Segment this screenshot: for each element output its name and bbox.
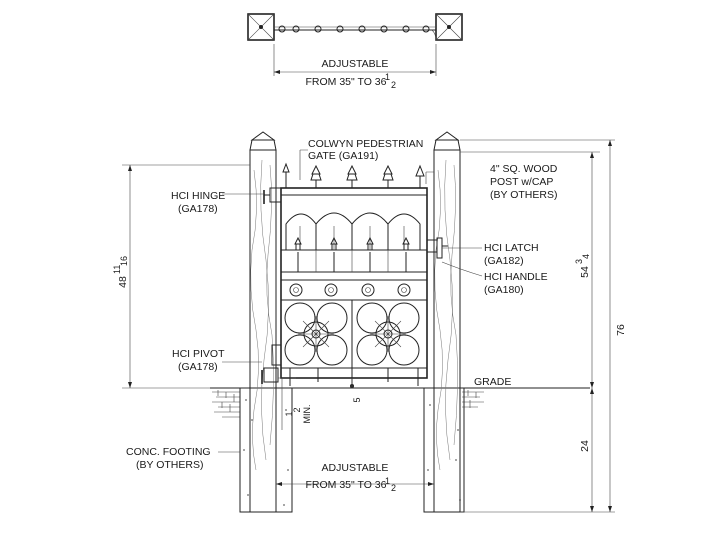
gate-label-2: GATE (GA191) — [308, 150, 378, 162]
pivot-hardware — [261, 344, 282, 384]
hinge-label-2: (GA178) — [178, 203, 218, 215]
overall-value: 76 — [615, 324, 627, 336]
post-height-value: 54 — [579, 266, 591, 278]
ground — [210, 387, 590, 513]
rosette-row — [289, 283, 411, 297]
finials — [282, 162, 425, 188]
bottom-width-frac-num: 1 — [385, 476, 390, 486]
post-right — [433, 131, 461, 513]
hinge-label-1: HCI HINGE — [171, 190, 225, 202]
quatrefoil-panel-right — [356, 302, 420, 366]
handle-label-1: HCI HANDLE — [484, 271, 548, 283]
handle-label-2: (GA180) — [484, 284, 524, 296]
post-label-1: 4" SQ. WOOD — [490, 163, 558, 175]
embed-value: 24 — [579, 440, 591, 452]
under-gate-value: 5 — [352, 397, 362, 402]
dim-bottom-width — [276, 482, 434, 486]
pivot-label-1: HCI PIVOT — [172, 348, 225, 360]
dim-overall — [460, 139, 615, 513]
embed-text: 24 — [579, 440, 591, 452]
min-frac-num: 1 — [284, 411, 294, 416]
ground-hatch-right — [462, 390, 484, 408]
gate-height-value: 48 — [117, 276, 129, 288]
leader-lines — [218, 149, 483, 453]
pivot-label-2: (GA178) — [178, 361, 218, 373]
under-gate-text: 5 — [352, 397, 362, 402]
hinge-hardware — [263, 187, 282, 204]
picket-band — [294, 236, 410, 272]
bottom-width-label-1: ADJUSTABLE — [322, 462, 389, 474]
plan-width-label-1: ADJUSTABLE — [322, 58, 389, 70]
bottom-width-label-2: FROM 35" TO 36 — [306, 479, 387, 491]
quatrefoil-panel-left — [284, 302, 348, 366]
post-height-text: 54 3 4 — [574, 254, 591, 278]
post-label-3: (BY OTHERS) — [490, 189, 557, 201]
post-height-frac-num: 3 — [574, 259, 584, 264]
footing-label-2: (BY OTHERS) — [136, 459, 203, 471]
ground-hatch-left — [212, 390, 240, 418]
min-frac-den: 2 — [292, 407, 302, 412]
latch-label-2: (GA182) — [484, 255, 524, 267]
footing-left — [239, 387, 293, 513]
dim-embed — [590, 388, 594, 512]
min-clearance-text: 1 2 MIN. — [284, 405, 312, 424]
plan-width-dimension — [273, 44, 437, 76]
plan-width-frac-num: 1 — [385, 72, 390, 82]
latch-label-1: HCI LATCH — [484, 242, 539, 254]
dim-gate-height — [122, 164, 250, 389]
footing-label-1: CONC. FOOTING — [126, 446, 211, 458]
plan-post-right — [435, 13, 463, 41]
footing-right — [423, 387, 465, 513]
gate-height-frac-den: 16 — [119, 256, 129, 266]
plan-width-label-2: FROM 35" TO 36 — [306, 76, 387, 88]
plan-width-frac-den: 2 — [391, 80, 396, 90]
bottom-width-frac-den: 2 — [391, 483, 396, 493]
plan-post-left — [247, 13, 275, 41]
arches — [285, 212, 421, 250]
dim-min-clearance — [278, 377, 296, 430]
post-label-2: POST w/CAP — [490, 176, 553, 188]
gate-height-frac-num: 11 — [112, 265, 122, 274]
dim-post-height — [460, 151, 600, 388]
plan-gate-line — [274, 25, 437, 41]
grade-label: GRADE — [474, 376, 511, 388]
gate-height-text: 48 11 16 — [112, 256, 129, 288]
plan-view: ADJUSTABLE FROM 35" TO 36 1 2 — [247, 13, 463, 90]
post-left — [249, 131, 277, 513]
min-label: MIN. — [302, 405, 312, 424]
post-height-frac-den: 4 — [581, 254, 591, 259]
gate-label-1: COLWYN PEDESTRIAN — [308, 138, 423, 150]
gate — [280, 162, 428, 388]
overall-text: 76 — [615, 324, 627, 336]
